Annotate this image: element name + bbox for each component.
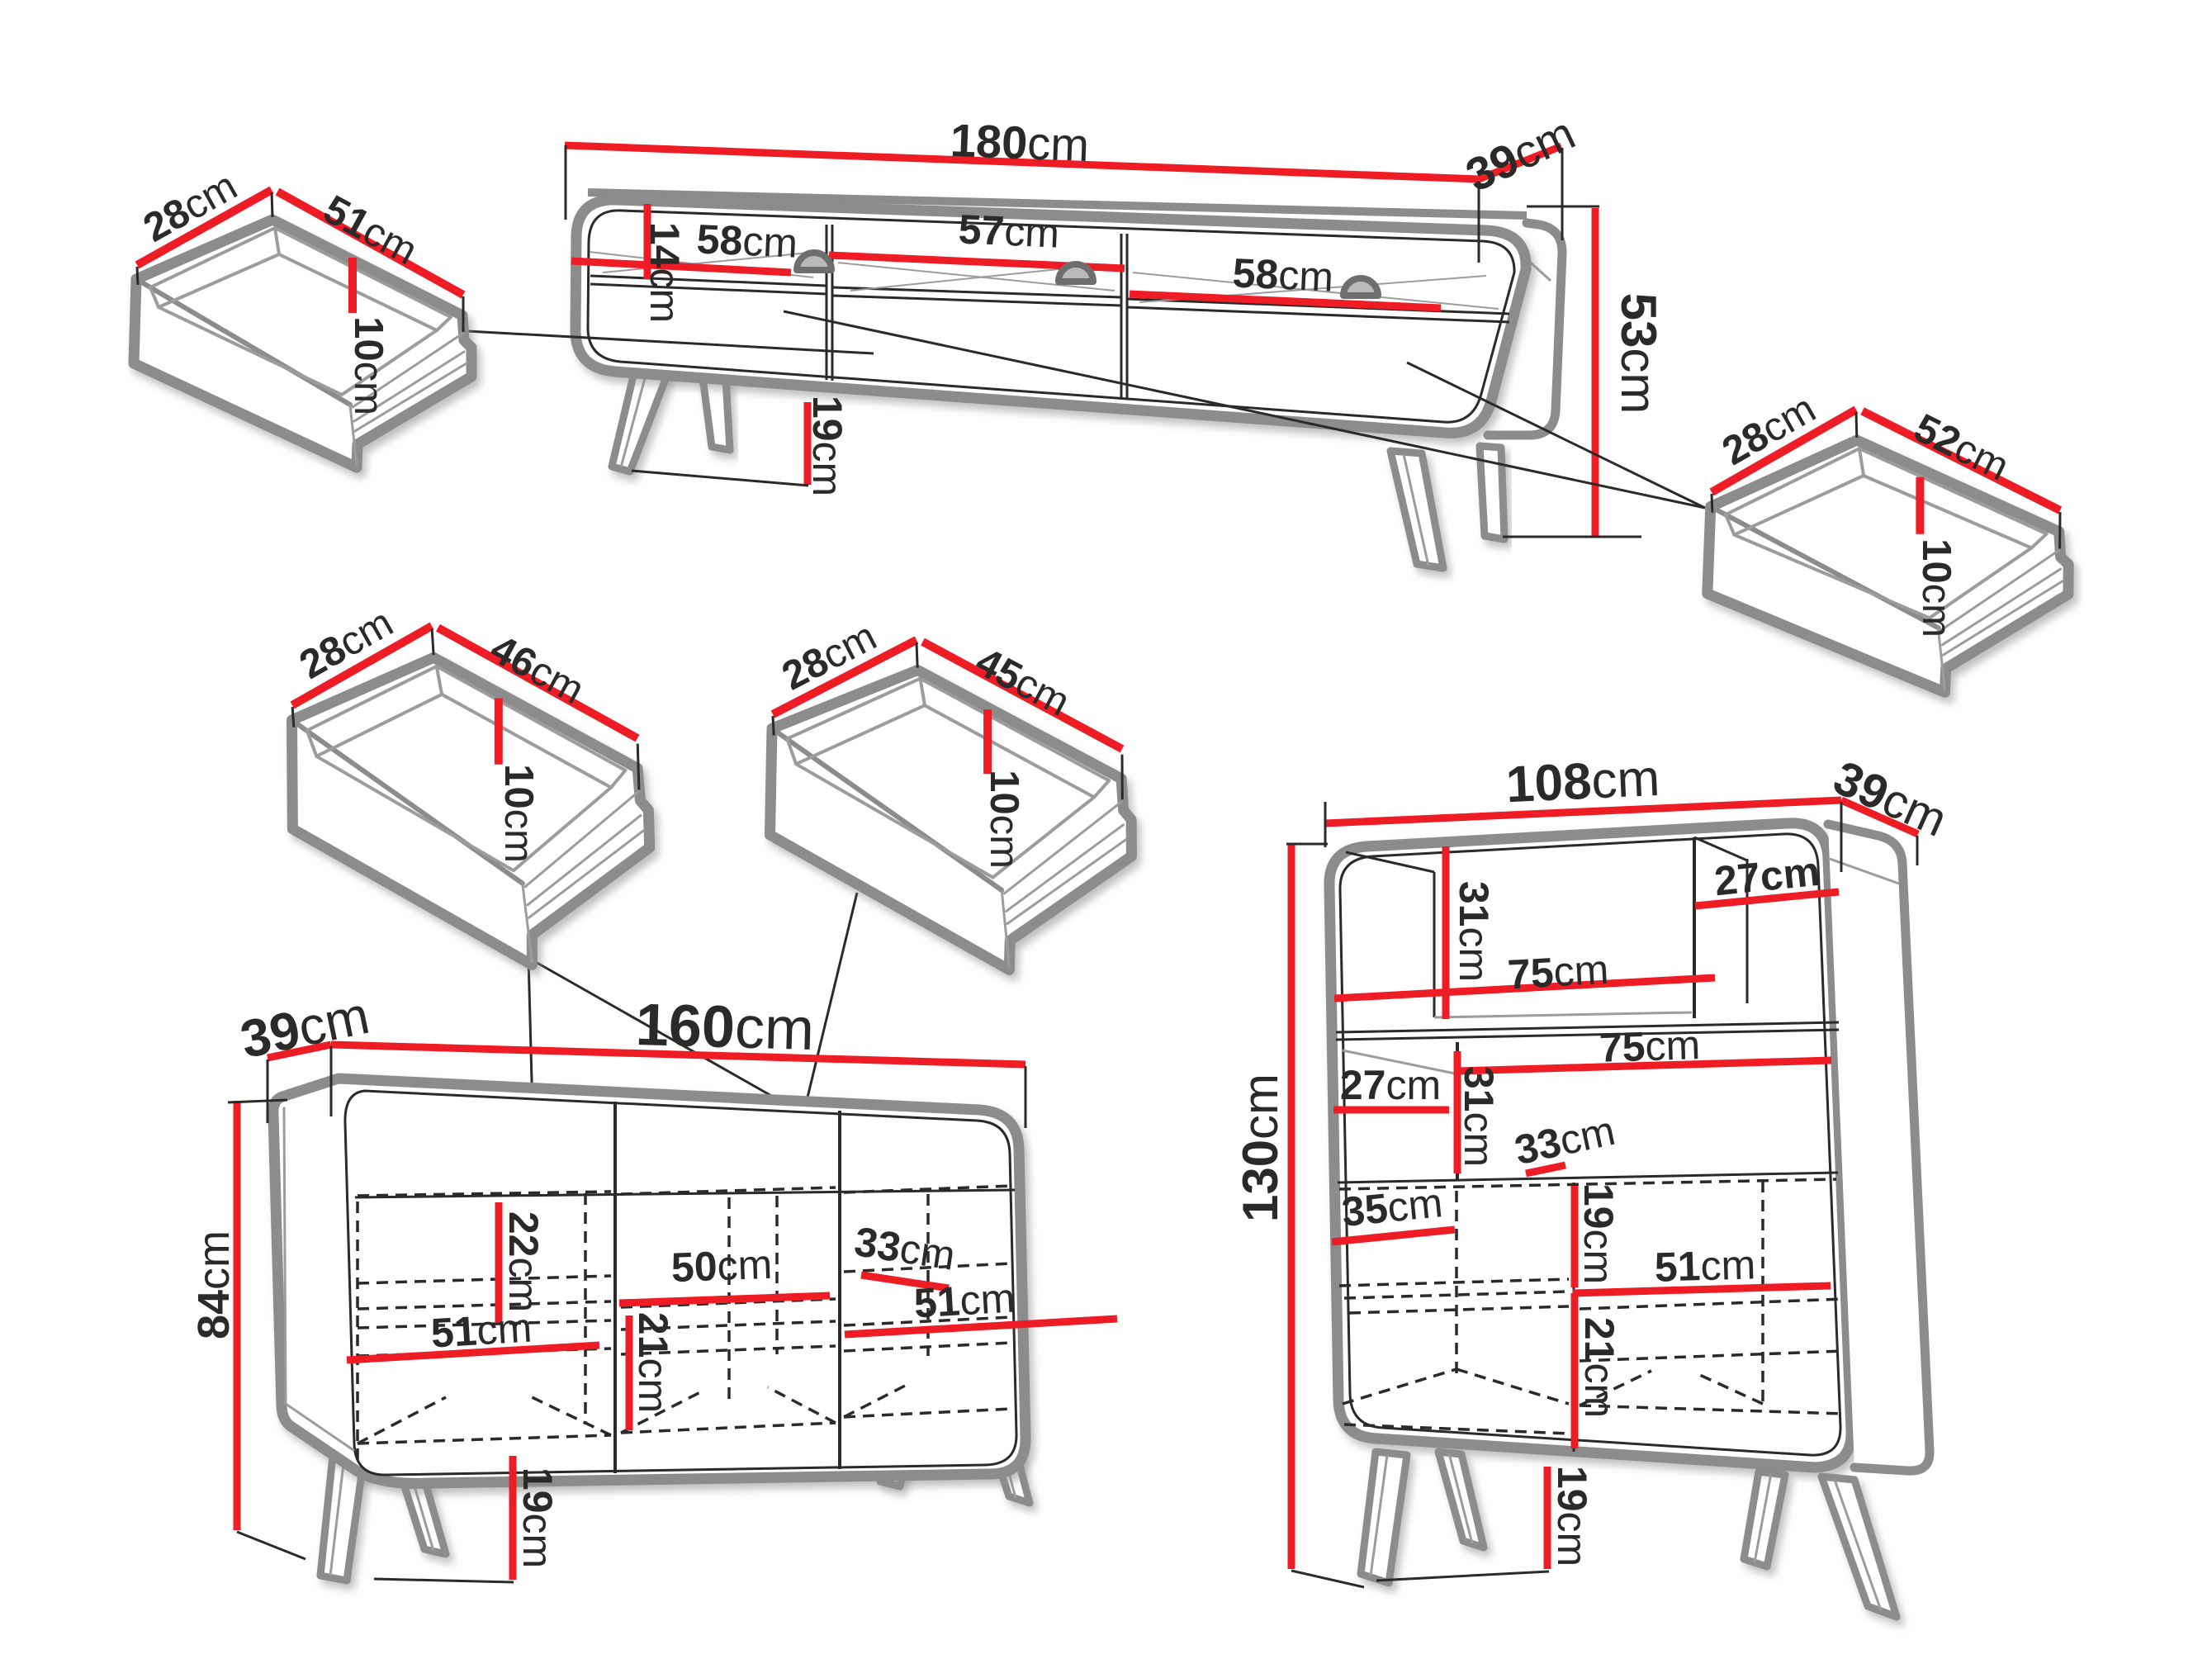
svg-text:51cm: 51cm [1654,1241,1756,1290]
svg-text:108cm: 108cm [1505,750,1661,813]
svg-text:33cm: 33cm [851,1218,958,1279]
svg-text:75cm: 75cm [1506,946,1609,998]
svg-text:75cm: 75cm [1599,1021,1701,1071]
svg-text:51cm: 51cm [912,1275,1016,1327]
svg-text:31cm: 31cm [1451,881,1497,982]
svg-text:53cm: 53cm [1611,293,1666,415]
svg-text:33cm: 33cm [1511,1107,1619,1173]
svg-text:19cm: 19cm [1549,1466,1595,1567]
svg-text:21cm: 21cm [630,1312,676,1413]
svg-text:27cm: 27cm [1340,1062,1441,1108]
svg-text:21cm: 21cm [1576,1317,1622,1418]
svg-text:10cm: 10cm [496,764,541,863]
svg-text:14cm: 14cm [642,222,688,323]
svg-text:19cm: 19cm [514,1467,561,1568]
svg-text:50cm: 50cm [670,1241,773,1291]
svg-text:19cm: 19cm [804,396,850,496]
svg-text:51cm: 51cm [429,1304,533,1356]
svg-text:22cm: 22cm [500,1211,547,1312]
svg-text:180cm: 180cm [950,114,1090,171]
svg-text:58cm: 58cm [1232,249,1335,300]
svg-text:58cm: 58cm [696,216,799,266]
svg-text:31cm: 31cm [1456,1066,1502,1167]
svg-text:57cm: 57cm [958,206,1061,256]
svg-text:19cm: 19cm [1575,1183,1622,1284]
svg-text:35cm: 35cm [1339,1179,1444,1235]
svg-text:130cm: 130cm [1233,1074,1288,1222]
svg-text:10cm: 10cm [1914,538,1959,638]
svg-text:84cm: 84cm [189,1230,239,1339]
svg-text:27cm: 27cm [1712,848,1822,905]
svg-text:39cm: 39cm [235,985,374,1069]
svg-text:160cm: 160cm [635,992,815,1063]
svg-text:10cm: 10cm [346,316,391,415]
svg-text:10cm: 10cm [982,770,1026,869]
